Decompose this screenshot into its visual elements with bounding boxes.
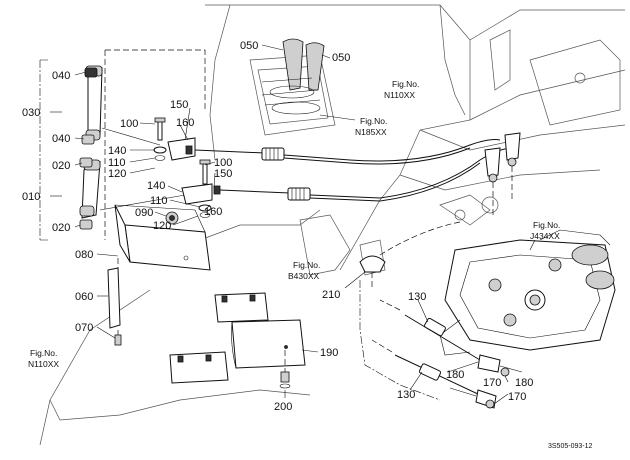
label-160-lower: 160 (204, 206, 222, 218)
label-100-upper: 100 (120, 118, 138, 130)
label-010: 010 (22, 191, 40, 203)
label-110-lower: 110 (150, 195, 168, 207)
fig-ref-n185-line2: N185XX (355, 127, 387, 137)
reference-frame-dashed (104, 49, 206, 240)
leader-lines (50, 44, 536, 405)
label-020-bottom: 020 (52, 222, 70, 234)
label-180-right: 180 (515, 377, 533, 389)
fig-ref-b430-line2: B430XX (288, 271, 320, 281)
label-050-left: 050 (240, 40, 258, 52)
label-200: 200 (274, 401, 292, 413)
bracket-080 (114, 204, 211, 271)
bushing-020-bottom (79, 219, 93, 230)
bolt-070 (114, 334, 122, 346)
fig-ref-n110-top-line1: Fig.No. (392, 79, 419, 89)
label-210: 210 (322, 289, 340, 301)
bolt-200 (279, 350, 291, 389)
label-090: 090 (135, 207, 153, 219)
label-150-lower: 150 (214, 168, 232, 180)
clamp-210 (359, 255, 386, 290)
diagram-code: 3S505-093-12 (548, 443, 592, 450)
fig-ref-j434-line1: Fig.No. (533, 220, 560, 230)
transmission-housing (439, 229, 616, 356)
fig-ref-n110-bottom-line2: N110XX (28, 359, 59, 369)
bushing-040-top (84, 67, 98, 78)
cover-190 (231, 319, 306, 369)
cables-130 (371, 299, 481, 396)
label-170-upper: 170 (483, 377, 501, 389)
label-150-upper: 150 (170, 99, 188, 111)
pin-170 (485, 367, 510, 409)
stay-060 (107, 258, 121, 335)
label-180-left: 180 (446, 369, 464, 381)
label-130-upper: 130 (408, 291, 426, 303)
fig-ref-b430-line1: Fig.No. (293, 260, 320, 270)
label-060: 060 (75, 291, 93, 303)
shift-lever-knobs (261, 38, 325, 115)
lever-010 (79, 159, 101, 219)
label-040-top: 040 (52, 70, 70, 82)
label-070: 070 (75, 322, 93, 334)
label-020-top: 020 (52, 160, 70, 172)
bushing-020-top (79, 157, 93, 168)
cable-end-fittings (484, 132, 521, 215)
label-140-lower: 140 (147, 180, 165, 192)
label-160-upper: 160 (176, 117, 194, 129)
figure-references: Fig.No. N110XX Fig.No. N185XX Fig.No. B4… (28, 79, 560, 369)
upper-shift-cable (194, 139, 501, 165)
label-110-upper: 110 (108, 157, 126, 169)
label-170-lower: 170 (508, 391, 526, 403)
label-080: 080 (75, 249, 93, 261)
label-120-lower: 120 (153, 220, 171, 232)
label-130-lower: 130 (397, 389, 415, 401)
label-050-right: 050 (332, 52, 350, 64)
label-140-upper: 140 (108, 145, 126, 157)
hardware-upper (153, 117, 196, 161)
label-030: 030 (22, 107, 40, 119)
tractor-body-outline (39, 4, 626, 446)
hardware-lower (181, 159, 221, 218)
fig-ref-n185-line1: Fig.No. (360, 116, 387, 126)
label-040-bottom: 040 (52, 133, 70, 145)
label-100-lower: 100 (214, 157, 232, 169)
fig-ref-n110-top-line2: N110XX (384, 90, 415, 100)
label-190: 190 (320, 347, 338, 359)
fig-ref-j434-line2: J434XX (530, 231, 560, 241)
clevis-180 (475, 354, 501, 409)
nut-090 (165, 211, 179, 225)
label-120-upper: 120 (108, 168, 126, 180)
cover-plates (169, 292, 269, 384)
part-labels: 040 030 040 020 010 020 050 050 100 140 … (22, 40, 533, 413)
bushing-040-bottom (81, 134, 95, 145)
fig-ref-n110-bottom-line1: Fig.No. (30, 348, 57, 358)
